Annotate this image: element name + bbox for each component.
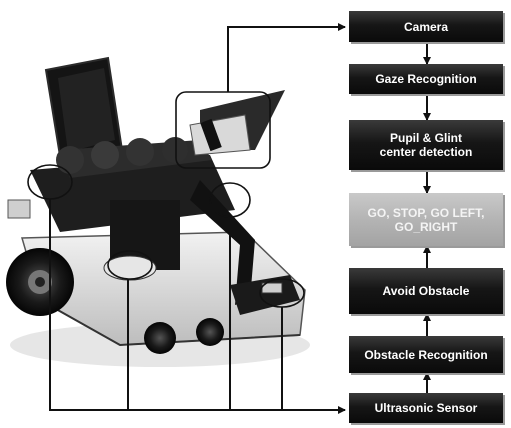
ultrasonic-sensor-box: Ultrasonic Sensor: [349, 393, 503, 423]
gaze-recognition-box: Gaze Recognition: [349, 64, 503, 94]
avoid-obstacle-label: Avoid Obstacle: [383, 284, 470, 298]
pupil-glint-label-line2: center detection: [380, 145, 473, 159]
camera-label: Camera: [404, 20, 448, 34]
avoid-obstacle-box: Avoid Obstacle: [349, 268, 503, 314]
ultrasonic-sensor-label: Ultrasonic Sensor: [375, 401, 478, 415]
obstacle-recognition-box: Obstacle Recognition: [349, 336, 503, 373]
pupil-glint-label-line1: Pupil & Glint: [390, 131, 462, 145]
motion-commands-label-line2: GO_RIGHT: [395, 220, 458, 234]
motion-commands-label-line1: GO, STOP, GO LEFT,: [368, 206, 485, 220]
motion-commands-box: GO, STOP, GO LEFT, GO_RIGHT: [349, 193, 503, 246]
obstacle-recognition-label: Obstacle Recognition: [364, 348, 487, 362]
pupil-glint-detection-box: Pupil & Glint center detection: [349, 120, 503, 170]
camera-box: Camera: [349, 11, 503, 42]
gaze-recognition-label: Gaze Recognition: [375, 72, 476, 86]
